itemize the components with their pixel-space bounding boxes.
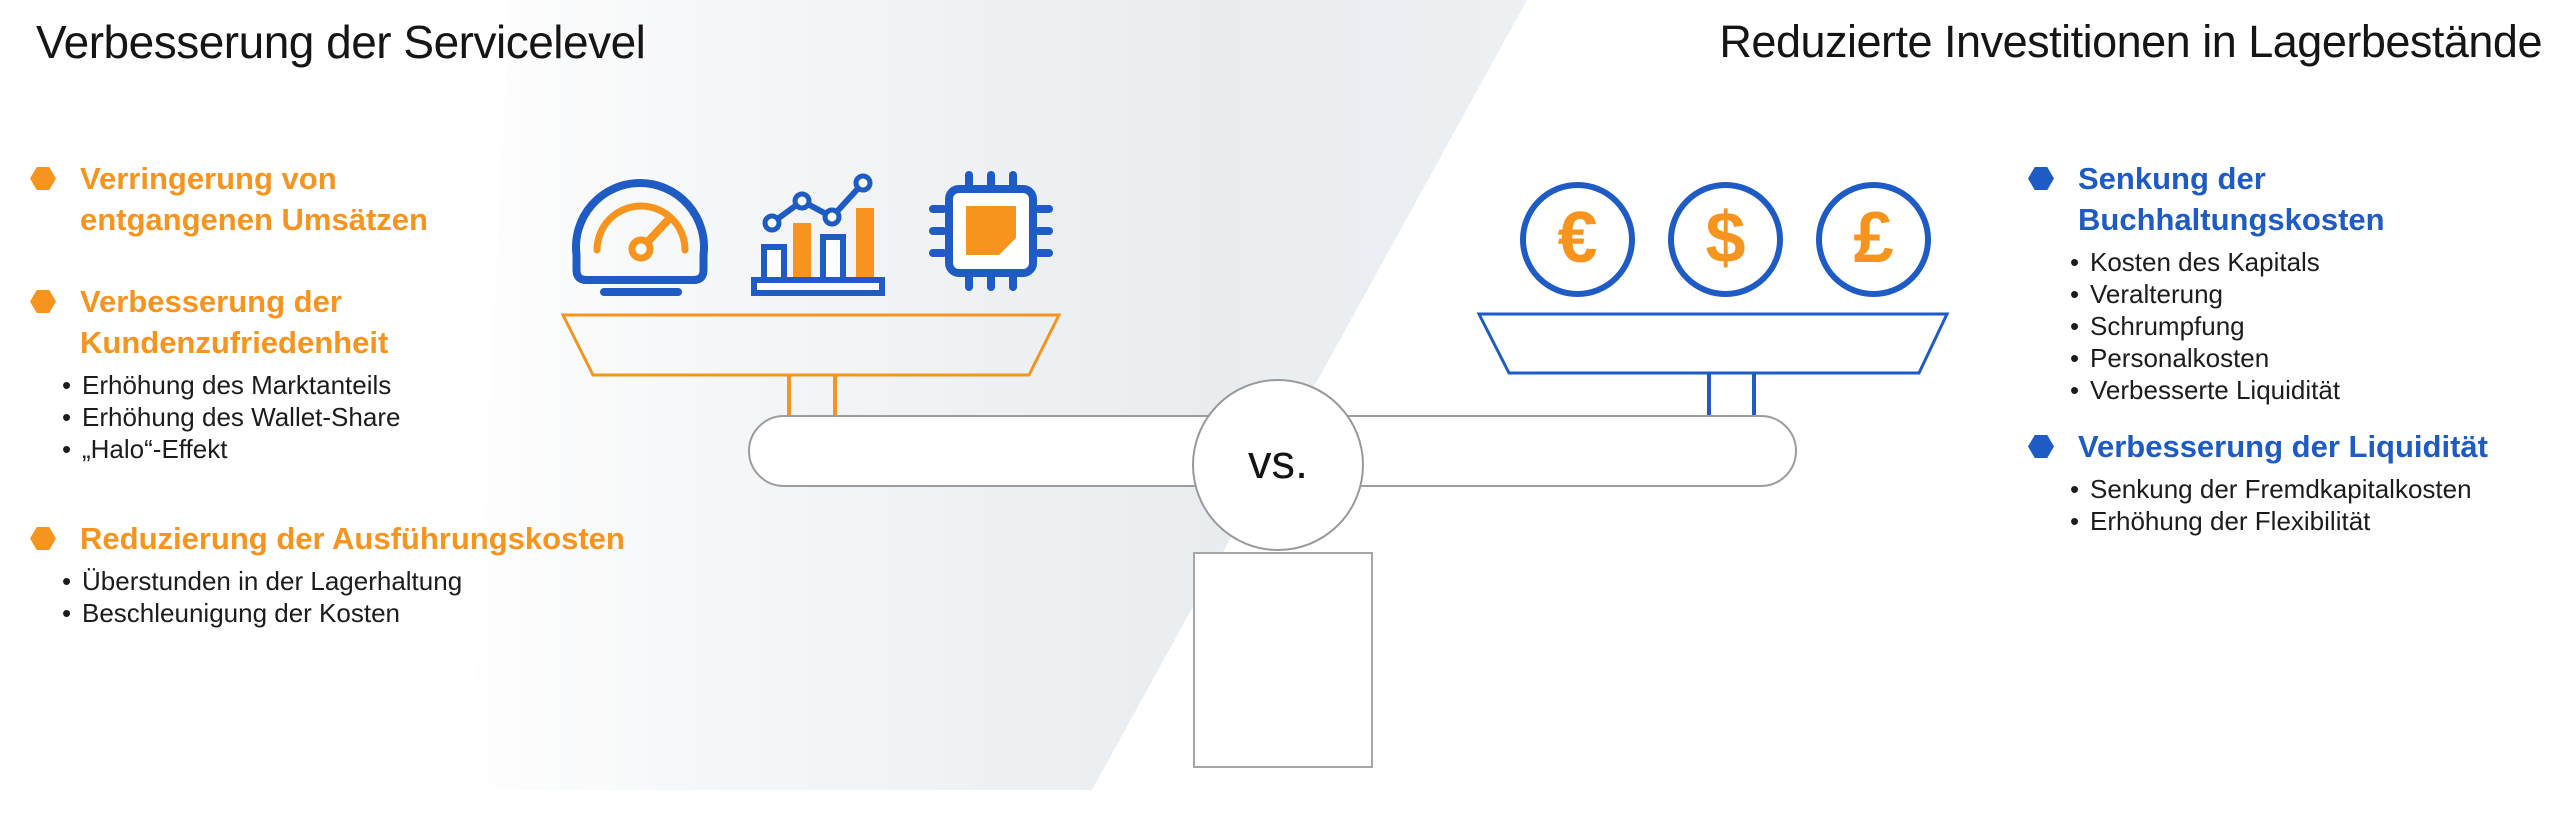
- scale-pedestal: [1193, 552, 1373, 768]
- hexagon-bullet-icon: [30, 290, 56, 313]
- list-item: Senkung der Fremdkapitalkosten: [2070, 473, 2560, 505]
- right-pan-stem: [1752, 372, 1756, 418]
- list-item: Erhöhung des Marktanteils: [62, 369, 630, 401]
- dollar-coin-icon: $: [1668, 182, 1783, 297]
- section-heading: Verbesserung der Liquidität: [2078, 429, 2488, 464]
- sub-bullet-list: Kosten des Kapitals Veralterung Schrumpf…: [2028, 246, 2560, 406]
- hexagon-bullet-icon: [30, 527, 56, 550]
- right-section-liquidity: Verbesserung der Liquidität Senkung der …: [2028, 426, 2560, 537]
- left-section-execution-costs: Reduzierung der Ausführungskosten Überst…: [30, 518, 630, 629]
- pound-coin-icon: £: [1816, 182, 1931, 297]
- hexagon-bullet-icon: [2028, 167, 2054, 190]
- left-section-customer-satisfaction: Verbesserung der Kundenzufriedenheit Erh…: [30, 281, 630, 465]
- section-heading: Verringerung von entgangenen Umsätzen: [80, 161, 428, 237]
- right-scale-pan: [1476, 312, 1950, 375]
- list-item: Erhöhung der Flexibilität: [2070, 505, 2560, 537]
- right-pan-stem: [1707, 372, 1711, 418]
- left-pan-stem: [787, 374, 791, 418]
- sub-bullet-list: Überstunden in der Lagerhaltung Beschleu…: [30, 565, 630, 629]
- left-section-lost-revenue: Verringerung von entgangenen Umsätzen: [30, 158, 630, 240]
- list-item: Beschleunigung der Kosten: [62, 597, 630, 629]
- dollar-symbol: $: [1705, 197, 1746, 278]
- list-item: „Halo“-Effekt: [62, 433, 630, 465]
- list-item: Veralterung: [2070, 278, 2560, 310]
- list-item: Personalkosten: [2070, 342, 2560, 374]
- sub-bullet-list: Erhöhung des Marktanteils Erhöhung des W…: [30, 369, 630, 465]
- hexagon-bullet-icon: [30, 167, 56, 190]
- pound-symbol: £: [1853, 197, 1894, 278]
- section-heading: Senkung der Buchhaltungskosten: [2078, 161, 2385, 237]
- list-item: Kosten des Kapitals: [2070, 246, 2560, 278]
- vs-label: vs.: [1247, 434, 1309, 488]
- list-item: Schrumpfung: [2070, 310, 2560, 342]
- vs-badge: vs.: [1192, 379, 1364, 551]
- processor-chip-icon: [929, 171, 1053, 291]
- hexagon-bullet-icon: [2028, 435, 2054, 458]
- right-title: Reduzierte Investitionen in Lagerbeständ…: [1719, 16, 2542, 67]
- bar-chart-trend-icon: [751, 173, 885, 296]
- list-item: Verbesserte Liquidität: [2070, 374, 2560, 406]
- euro-coin-icon: €: [1520, 182, 1635, 297]
- euro-symbol: €: [1557, 197, 1598, 278]
- left-scale-pan: [560, 313, 1062, 377]
- left-title: Verbesserung der Servicelevel: [36, 16, 646, 68]
- list-item: Überstunden in der Lagerhaltung: [62, 565, 630, 597]
- section-heading: Verbesserung der Kundenzufriedenheit: [80, 284, 389, 360]
- section-heading: Reduzierung der Ausführungskosten: [80, 521, 625, 556]
- left-pan-stem: [833, 374, 837, 418]
- list-item: Erhöhung des Wallet-Share: [62, 401, 630, 433]
- sub-bullet-list: Senkung der Fremdkapitalkosten Erhöhung …: [2028, 473, 2560, 537]
- speedometer-icon: [572, 179, 708, 296]
- right-section-accounting-costs: Senkung der Buchhaltungskosten Kosten de…: [2028, 158, 2560, 406]
